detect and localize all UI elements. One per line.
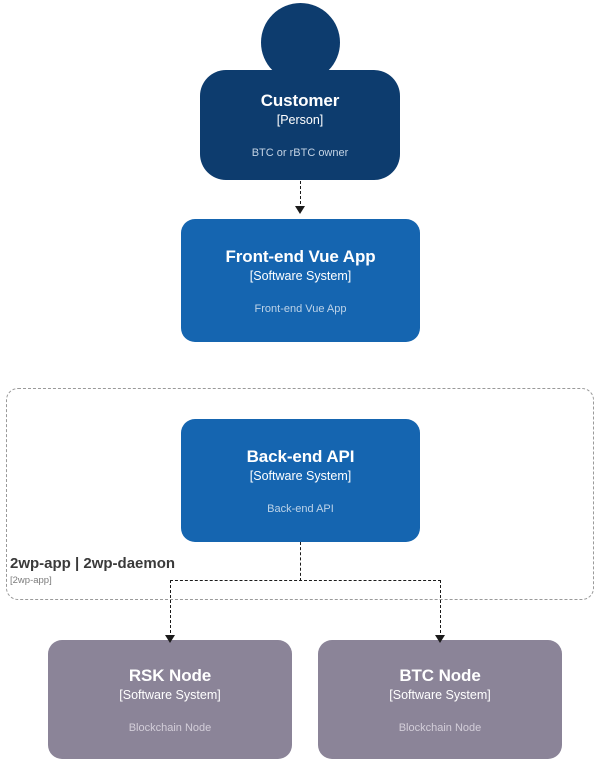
boundary-title: 2wp-app | 2wp-daemon	[10, 555, 176, 572]
node-frontend-vue-app[interactable]: Front-end Vue App [Software System] Fron…	[181, 219, 420, 342]
boundary-label: 2wp-app | 2wp-daemon [2wp-app]	[10, 555, 175, 587]
boundary-2wp-app	[6, 388, 594, 600]
connector-backend-to-btc-arrowhead	[435, 635, 445, 643]
rsk-node-meta: [Software System]	[119, 687, 221, 702]
boundary-meta: [2wp-app]	[10, 575, 52, 586]
connector-customer-to-frontend-line	[300, 181, 301, 209]
node-customer[interactable]: Customer [Person] BTC or rBTC owner	[200, 70, 400, 180]
connector-customer-to-frontend-arrowhead	[295, 206, 305, 214]
customer-desc: BTC or rBTC owner	[251, 147, 349, 159]
connector-backend-split-line	[170, 580, 441, 581]
frontend-meta: [Software System]	[249, 268, 352, 283]
connector-backend-to-btc-line	[440, 580, 441, 638]
frontend-desc: Front-end Vue App	[254, 302, 347, 315]
backend-meta: [Software System]	[249, 468, 352, 483]
connector-backend-stem-line	[300, 542, 301, 581]
customer-person-head-icon	[261, 3, 340, 82]
node-backend-api[interactable]: Back-end API [Software System] Back-end …	[181, 419, 420, 542]
frontend-title: Front-end Vue App	[225, 246, 376, 266]
node-btc-node[interactable]: BTC Node [Software System] Blockchain No…	[318, 640, 562, 759]
customer-meta: [Person]	[276, 113, 324, 127]
connector-backend-to-rsk-arrowhead	[165, 635, 175, 643]
backend-desc: Back-end API	[267, 502, 334, 515]
customer-title: Customer	[260, 91, 340, 110]
rsk-node-title: RSK Node	[128, 665, 212, 685]
btc-node-meta: [Software System]	[389, 687, 491, 702]
backend-title: Back-end API	[246, 446, 355, 466]
btc-node-title: BTC Node	[399, 665, 481, 685]
node-rsk-node[interactable]: RSK Node [Software System] Blockchain No…	[48, 640, 292, 759]
rsk-node-desc: Blockchain Node	[128, 721, 212, 734]
connector-backend-to-rsk-line	[170, 580, 171, 638]
btc-node-desc: Blockchain Node	[398, 721, 482, 734]
